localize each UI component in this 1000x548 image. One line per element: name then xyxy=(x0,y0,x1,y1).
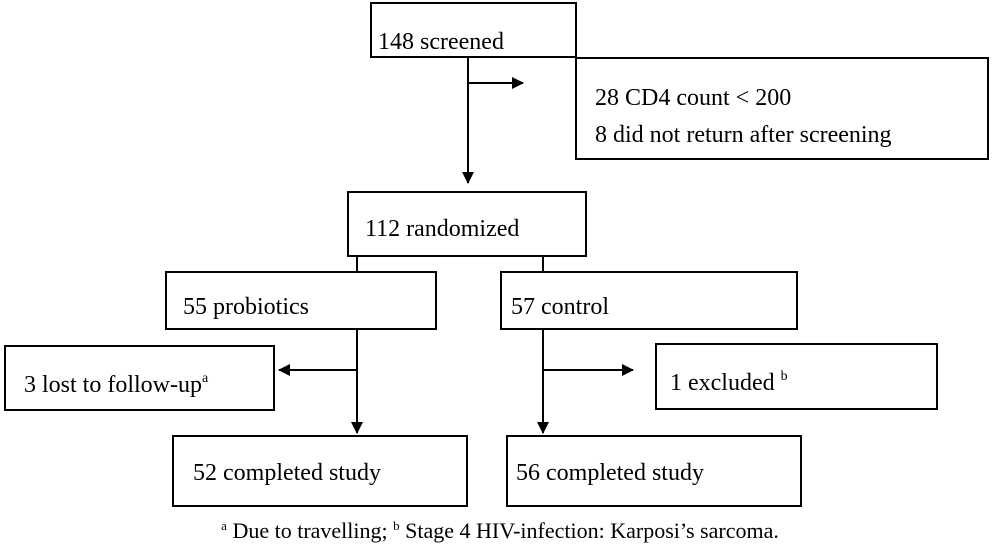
excluded-text: 1 excluded xyxy=(670,370,775,396)
control-box: 57 control xyxy=(500,271,798,330)
footnote-b-mark: b xyxy=(393,518,400,533)
footnote-b-text: Stage 4 HIV-infection: Karposi’s sarcoma… xyxy=(399,518,779,543)
screened-box: 148 screened xyxy=(370,2,577,58)
lost-to-follow-up-label: 3 lost to follow-upa xyxy=(24,371,209,398)
excluded-box: 1 excluded b xyxy=(655,343,938,410)
probiotics-box: 55 probiotics xyxy=(165,271,437,330)
footnote: a Due to travelling; b Stage 4 HIV-infec… xyxy=(0,518,1000,544)
exclusion-reason-no-return: 8 did not return after screening xyxy=(595,122,892,148)
probiotics-completed-label: 52 completed study xyxy=(193,460,381,486)
lost-to-follow-up-box: 3 lost to follow-upa xyxy=(4,345,275,411)
randomized-box: 112 randomized xyxy=(347,191,587,257)
exclusion-reason-cd4: 28 CD4 count < 200 xyxy=(595,85,792,111)
footnote-a-mark: a xyxy=(221,518,227,533)
footnote-mark-a: a xyxy=(202,371,209,386)
footnote-mark-b: b xyxy=(780,369,788,384)
footnote-a-text: Due to travelling; xyxy=(226,518,394,543)
control-label: 57 control xyxy=(511,294,609,320)
lost-to-follow-up-text: 3 lost to follow-up xyxy=(24,372,202,398)
probiotics-completed-box: 52 completed study xyxy=(172,435,468,507)
screened-label: 148 screened xyxy=(378,29,504,55)
exclusions-box: 28 CD4 count < 200 8 did not return afte… xyxy=(575,57,989,160)
control-completed-label: 56 completed study xyxy=(516,460,704,486)
control-completed-box: 56 completed study xyxy=(506,435,802,507)
randomized-label: 112 randomized xyxy=(365,216,520,242)
probiotics-label: 55 probiotics xyxy=(183,294,309,320)
excluded-label: 1 excluded b xyxy=(670,369,788,396)
